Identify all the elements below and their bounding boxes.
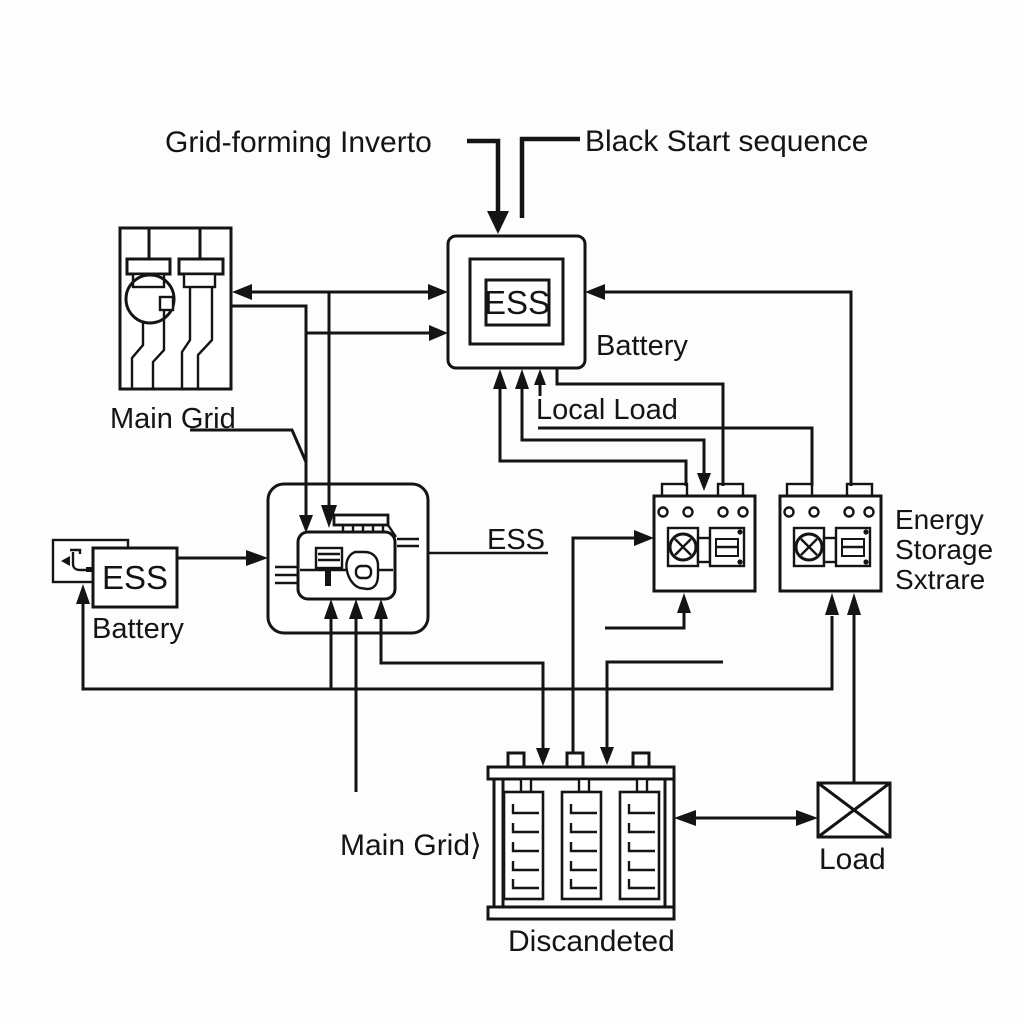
battery-bank-icon xyxy=(486,751,676,921)
breaker-module-2 xyxy=(778,482,883,593)
main-grid-switchgear-node xyxy=(118,226,233,391)
breaker-module-1 xyxy=(652,482,757,593)
wire-ess-breaker1-a xyxy=(493,369,688,486)
battery-bank-node xyxy=(486,751,676,921)
generator-node xyxy=(266,482,430,635)
wire-leftess-generator xyxy=(177,550,268,566)
wire-ess-breaker1-c xyxy=(555,368,725,486)
label-local-load: Local Load xyxy=(536,394,678,426)
wire-battery-breaker1-left xyxy=(571,530,654,753)
label-load: Load xyxy=(819,843,886,876)
ess-inverter-node xyxy=(446,234,587,370)
wire-battery-bump3 xyxy=(600,660,723,765)
black-start-leader-line xyxy=(519,136,580,218)
label-energy-storage-1: Energy xyxy=(895,504,984,535)
ess-battery-left-node xyxy=(91,546,179,609)
label-main-grid-top: Main Grid xyxy=(110,403,236,435)
wires xyxy=(76,284,861,826)
label-black-start: Black Start sequence xyxy=(585,125,869,158)
wire-battery-load-bidirectional xyxy=(674,810,818,826)
wire-long-bus xyxy=(76,584,839,691)
label-battery-center: Battery xyxy=(596,330,688,362)
wire-generator-battery-bump1 xyxy=(374,599,550,766)
generator-left-terminals xyxy=(275,565,298,585)
labels: Grid-forming Inverto Black Start sequenc… xyxy=(92,125,993,958)
wire-into-ess-left-lower xyxy=(306,325,448,341)
wire-maingrid-ess-bidirectional xyxy=(232,284,448,300)
wire-breaker1-bottom-stub xyxy=(605,593,691,630)
main-grid-label-leader xyxy=(190,428,308,463)
label-energy-storage-2: Storage xyxy=(895,534,993,565)
wire-ess-breaker1-b xyxy=(515,369,711,491)
label-discandeted: Discandeted xyxy=(508,925,675,958)
switchgear-icon xyxy=(124,228,225,389)
label-energy-storage-3: Sxtrare xyxy=(895,564,985,595)
wire-maingrid-generator-2 xyxy=(321,292,337,528)
wire-generator-bottom-a xyxy=(324,599,338,689)
grid-forming-leader-arrow xyxy=(467,138,509,234)
generator-engine-icon xyxy=(296,513,397,601)
wire-generator-bottom-b xyxy=(349,599,363,792)
load-node xyxy=(816,781,892,839)
circuit-breaker-icon xyxy=(783,506,875,568)
wire-maingrid-generator-1 xyxy=(231,304,313,533)
label-ess-center: ESS xyxy=(484,284,550,321)
wire-ess-localload-breaker2 xyxy=(534,369,814,486)
label-ess-mid: ESS xyxy=(487,524,545,556)
circuit-breaker-icon xyxy=(657,506,749,568)
wire-load-breaker2 xyxy=(847,593,861,783)
label-ess-left: ESS xyxy=(102,559,168,596)
load-x-icon xyxy=(816,781,892,839)
wire-breaker2-ess-right xyxy=(585,284,853,486)
label-main-grid-bottom: Main Grid⟩ xyxy=(340,829,482,862)
label-grid-forming-inverter: Grid-forming Inverto xyxy=(165,126,432,159)
generator-right-terminals xyxy=(397,537,419,548)
label-battery-left: Battery xyxy=(92,613,184,645)
